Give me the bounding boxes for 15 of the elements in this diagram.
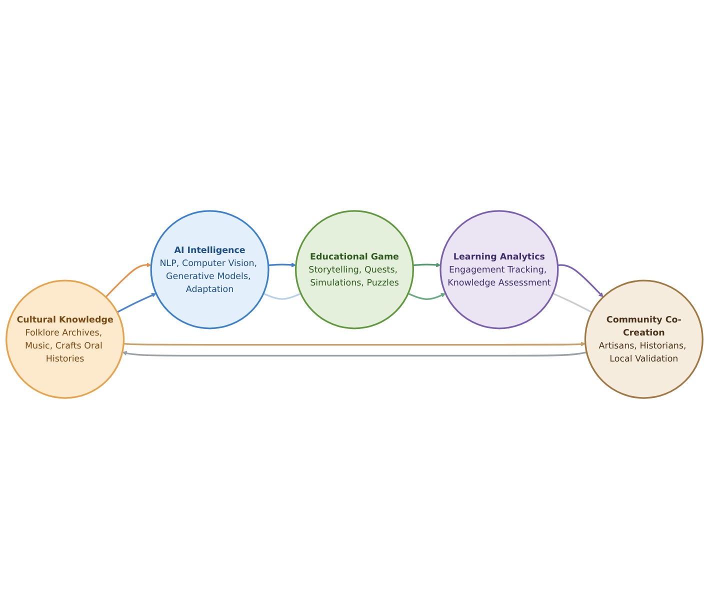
- arrow: [122, 350, 587, 357]
- node-circle: AI Intelligence NLP, Computer Vision, Generative Models, Adaptation: [150, 210, 270, 330]
- arrow: [268, 262, 296, 268]
- arrow: [105, 262, 152, 298]
- connector: [263, 292, 302, 300]
- node-circle: Community Co-Creation Artisans, Historians, Local Validation: [584, 280, 704, 399]
- connector: [552, 292, 592, 313]
- node-circle: Learning Analytics Engagement Tracking, Knowledge Assessment: [440, 210, 559, 330]
- arrow: [408, 292, 446, 300]
- node-circle: Cultural Knowledge Folklore Archives, Music, Crafts Oral Histories: [6, 280, 125, 399]
- arrow: [116, 293, 156, 313]
- node-circle: Educational Game Storytelling, Quests, Simulations, Puzzles: [294, 210, 414, 330]
- arrow: [558, 264, 604, 298]
- arrow: [124, 342, 586, 346]
- arrow: [412, 262, 441, 268]
